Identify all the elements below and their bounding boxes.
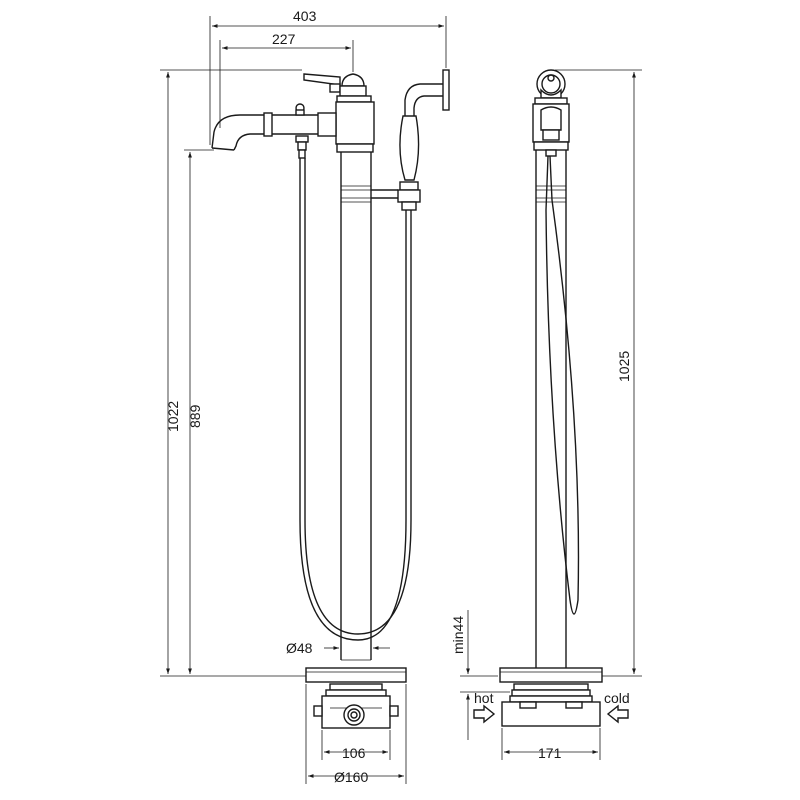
dim-side-box-width: 171 (501, 728, 601, 761)
dim-height-spout: 889 (184, 149, 214, 674)
dim-box-width: 106 (321, 730, 391, 761)
side-view: hot cold 1025 min44 171 (450, 69, 642, 761)
shower-holder-arm (371, 189, 398, 199)
label-width-spout: 227 (272, 31, 296, 47)
side-column (535, 150, 567, 668)
floor-flange (305, 659, 407, 683)
spout (211, 112, 337, 151)
label-min-depth: min44 (450, 616, 466, 654)
mounting-box (313, 683, 399, 729)
hand-shower (397, 69, 450, 211)
label-height-spout: 889 (187, 404, 203, 428)
diverter-knob (295, 103, 305, 116)
label-pipe-diameter: Ø48 (286, 640, 313, 656)
label-height-total: 1022 (165, 401, 181, 432)
side-handle (536, 69, 566, 99)
side-floor-flange (499, 667, 603, 688)
dim-width-spout: 227 (219, 31, 354, 128)
valve-body (335, 73, 375, 153)
hose-connector (295, 135, 309, 159)
hot-label: hot (474, 690, 494, 706)
label-base-diameter: Ø160 (334, 769, 368, 785)
dim-width-total: 403 (209, 8, 447, 145)
side-mounting-box (501, 683, 601, 727)
front-view: 403 227 1022 889 Ø48 (160, 8, 450, 785)
label-width-total: 403 (293, 8, 317, 24)
label-side-height-total: 1025 (616, 351, 632, 382)
dim-min-depth: min44 (450, 610, 510, 740)
label-box-width: 106 (342, 745, 366, 761)
cold-inlet-arrow: cold (604, 690, 630, 724)
label-side-box-width: 171 (538, 745, 562, 761)
dim-base-diameter: Ø160 (305, 684, 407, 785)
shower-hose (299, 158, 412, 641)
cold-label: cold (604, 690, 630, 706)
lever-handle (303, 73, 341, 93)
dim-side-height-total: 1025 (555, 69, 642, 677)
side-hose (545, 155, 580, 615)
side-valve-body (532, 97, 570, 157)
hot-inlet-arrow: hot (473, 690, 496, 724)
main-column (340, 152, 372, 660)
dim-pipe-diameter: Ø48 (286, 640, 390, 656)
dim-height-total: 1022 (160, 69, 306, 677)
